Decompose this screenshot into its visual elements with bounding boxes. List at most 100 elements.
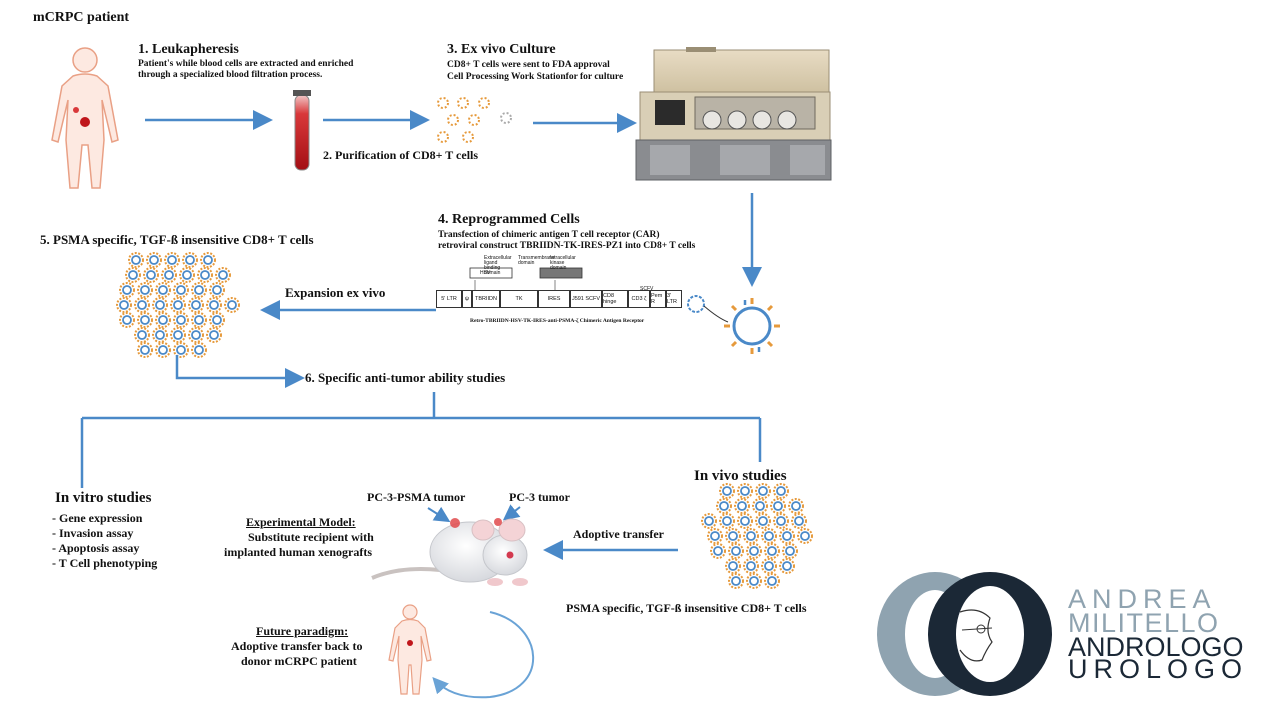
t-cell bbox=[191, 312, 207, 328]
t-cell-core bbox=[227, 300, 237, 310]
step3-desc-1: CD8+ T cells were sent to FDA approval bbox=[447, 60, 610, 70]
t-cell-core bbox=[158, 345, 168, 355]
t-cell bbox=[773, 483, 789, 499]
t-cell-core bbox=[140, 345, 150, 355]
t-cell-core bbox=[755, 501, 765, 511]
construct-block-9: Pem R bbox=[650, 290, 666, 308]
t-cell-core bbox=[155, 300, 165, 310]
branch-lines bbox=[80, 392, 762, 488]
step1-desc-1: Patient's while blood cells are extracte… bbox=[138, 59, 354, 69]
t-cell bbox=[179, 267, 195, 283]
t-cell bbox=[764, 573, 780, 589]
t-cell bbox=[155, 312, 171, 328]
t-cell-core bbox=[731, 546, 741, 556]
t-cell-core bbox=[194, 285, 204, 295]
t-cell bbox=[134, 297, 150, 313]
t-cell-core bbox=[728, 531, 738, 541]
t-cell bbox=[764, 543, 780, 559]
construct-block-5: IRES bbox=[538, 290, 570, 308]
t-cell-core bbox=[719, 501, 729, 511]
construct-sublabel-2: SCFV bbox=[640, 286, 654, 292]
t-cell bbox=[725, 558, 741, 574]
t-cell bbox=[728, 543, 744, 559]
t-cell-core bbox=[200, 270, 210, 280]
future-desc-2: donor mCRPC patient bbox=[241, 654, 357, 668]
t-cell-core bbox=[764, 531, 774, 541]
t-cell-core bbox=[194, 345, 204, 355]
logo-role-1: ANDROLOGO bbox=[1068, 632, 1244, 662]
construct-block-4: TK bbox=[500, 290, 538, 308]
in-vivo-cells-label: PSMA specific, TGF-ß insensitive CD8+ T … bbox=[566, 601, 807, 615]
t-cell bbox=[737, 513, 753, 529]
t-cell-core bbox=[146, 270, 156, 280]
model-heading: Experimental Model: bbox=[246, 515, 356, 529]
t-cell-core bbox=[782, 561, 792, 571]
t-cell bbox=[200, 252, 216, 268]
adoptive-transfer-label: Adoptive transfer bbox=[573, 527, 664, 541]
t-cell bbox=[743, 558, 759, 574]
t-cell-core bbox=[176, 315, 186, 325]
t-cell-core bbox=[758, 516, 768, 526]
t-cell-core bbox=[776, 486, 786, 496]
t-cell-core bbox=[791, 501, 801, 511]
t-cell bbox=[734, 498, 750, 514]
t-cell-core bbox=[758, 486, 768, 496]
t-cell-core bbox=[131, 255, 141, 265]
construct-sublabel-1: HSV bbox=[480, 270, 491, 276]
model-desc-2: implanted human xenografts bbox=[224, 545, 373, 559]
t-cell bbox=[170, 297, 186, 313]
t-cell-core bbox=[209, 330, 219, 340]
t-cell-core bbox=[158, 285, 168, 295]
tumor-label-1: PC-3-PSMA tumor bbox=[367, 490, 466, 504]
t-cell-core bbox=[137, 300, 147, 310]
t-cell-core bbox=[746, 561, 756, 571]
t-cell bbox=[719, 513, 735, 529]
t-cell-core bbox=[218, 270, 228, 280]
t-cell bbox=[716, 498, 732, 514]
step6-title: 6. Specific anti-tumor ability studies bbox=[305, 370, 506, 385]
t-cell-core bbox=[767, 576, 777, 586]
t-cell-core bbox=[722, 516, 732, 526]
t-cell bbox=[137, 282, 153, 298]
t-cell-core bbox=[128, 270, 138, 280]
t-cell-core bbox=[212, 315, 222, 325]
in-vivo-title: In vivo studies bbox=[694, 468, 787, 484]
construct-label-2: Transmembrane domain bbox=[518, 255, 555, 266]
t-cell-core bbox=[731, 576, 741, 586]
t-cell-core bbox=[749, 546, 759, 556]
t-cell bbox=[206, 297, 222, 313]
t-cell bbox=[707, 528, 723, 544]
model-desc-1: Substitute recipient with bbox=[248, 530, 374, 544]
arrow-to-studies bbox=[175, 355, 305, 388]
t-cell bbox=[182, 252, 198, 268]
t-cell bbox=[173, 282, 189, 298]
construct-caption: Retro-TBRIIDN-HSV-TK-IRES-anti-PSMA-ζ Ch… bbox=[470, 318, 645, 324]
logo-name-2: MILITELLO bbox=[1068, 608, 1220, 638]
step4-desc-2: retroviral construct TBRIIDN-TK-IRES-PZ1… bbox=[438, 241, 696, 251]
t-cell bbox=[206, 327, 222, 343]
t-cell bbox=[188, 297, 204, 313]
t-cell-core bbox=[167, 255, 177, 265]
t-cell bbox=[134, 327, 150, 343]
t-cell-core bbox=[782, 531, 792, 541]
logo-role-2: UROLOGO bbox=[1068, 654, 1249, 684]
t-cell-core bbox=[176, 345, 186, 355]
construct-block-10: 3' LTR bbox=[666, 290, 682, 308]
t-cell-core bbox=[710, 531, 720, 541]
t-cell-core bbox=[785, 546, 795, 556]
t-cell-core bbox=[164, 270, 174, 280]
t-cell-core bbox=[137, 330, 147, 340]
t-cell bbox=[191, 282, 207, 298]
t-cell-core bbox=[122, 315, 132, 325]
future-desc-1: Adoptive transfer back to bbox=[231, 639, 363, 653]
t-cell bbox=[119, 312, 135, 328]
step5-title: 5. PSMA specific, TGF-ß insensitive CD8+… bbox=[40, 232, 314, 247]
t-cell bbox=[761, 558, 777, 574]
t-cell bbox=[710, 543, 726, 559]
t-cell-core bbox=[191, 300, 201, 310]
t-cell bbox=[788, 498, 804, 514]
logo-icon bbox=[877, 572, 1052, 696]
t-cell-core bbox=[173, 300, 183, 310]
t-cell bbox=[797, 528, 813, 544]
construct-block-8: CD3 ζ bbox=[628, 290, 650, 308]
